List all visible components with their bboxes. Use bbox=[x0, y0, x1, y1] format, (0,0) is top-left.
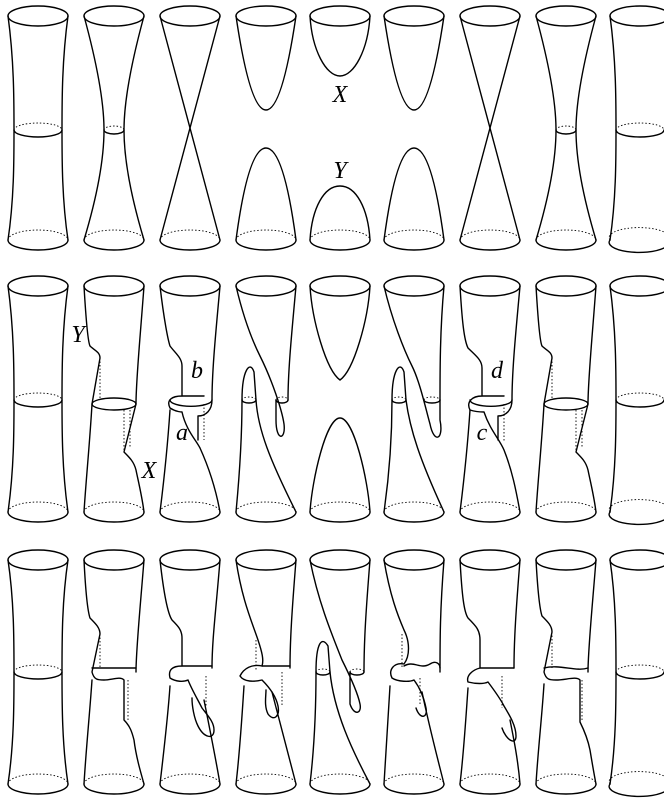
label-y-bottom: Y bbox=[333, 158, 349, 184]
row-3 bbox=[8, 550, 664, 796]
row1-col8-tube bbox=[536, 6, 596, 250]
row-1: X Y bbox=[8, 6, 664, 252]
label-b: b bbox=[191, 358, 203, 384]
row2-col5-split bbox=[310, 276, 370, 522]
row3-col4-tube bbox=[236, 550, 296, 794]
label-c: c bbox=[477, 420, 488, 446]
row3-col6-tube bbox=[384, 550, 444, 794]
row3-col5-tube bbox=[310, 550, 370, 794]
row1-col3-cone bbox=[160, 6, 220, 250]
row3-col2-tube bbox=[84, 550, 144, 794]
row1-col5-split: X Y bbox=[310, 6, 370, 250]
label-x-top: X bbox=[332, 82, 349, 108]
row1-col2-tube bbox=[84, 6, 144, 250]
row2-col4-split-tube bbox=[236, 276, 296, 522]
row-2: Y X b a bbox=[8, 276, 664, 524]
row2-col2-tube: Y X bbox=[71, 276, 157, 522]
row2-col1-tube bbox=[8, 276, 68, 522]
row3-col8-tube bbox=[536, 550, 596, 794]
row2-col8-tube bbox=[536, 276, 596, 522]
row3-col7-tube bbox=[460, 550, 520, 794]
row1-col9-tube bbox=[609, 6, 664, 252]
row2-col3-tube: b a bbox=[160, 276, 220, 522]
label-y-row2: Y bbox=[71, 322, 87, 348]
row1-col7-cone bbox=[460, 6, 520, 250]
row2-col7-tube: d c bbox=[460, 276, 520, 522]
row1-col6-split bbox=[384, 6, 444, 250]
label-a: a bbox=[176, 420, 188, 446]
row2-col6-split-tube bbox=[384, 276, 444, 522]
row3-col9-tube bbox=[609, 550, 664, 796]
row1-col1-tube bbox=[8, 6, 68, 250]
row2-col9-tube bbox=[609, 276, 664, 524]
label-d: d bbox=[491, 358, 504, 384]
row1-col4-split bbox=[236, 6, 296, 250]
label-x-row2: X bbox=[141, 458, 158, 484]
row3-col3-tube bbox=[160, 550, 220, 794]
row3-col1-tube bbox=[8, 550, 68, 794]
